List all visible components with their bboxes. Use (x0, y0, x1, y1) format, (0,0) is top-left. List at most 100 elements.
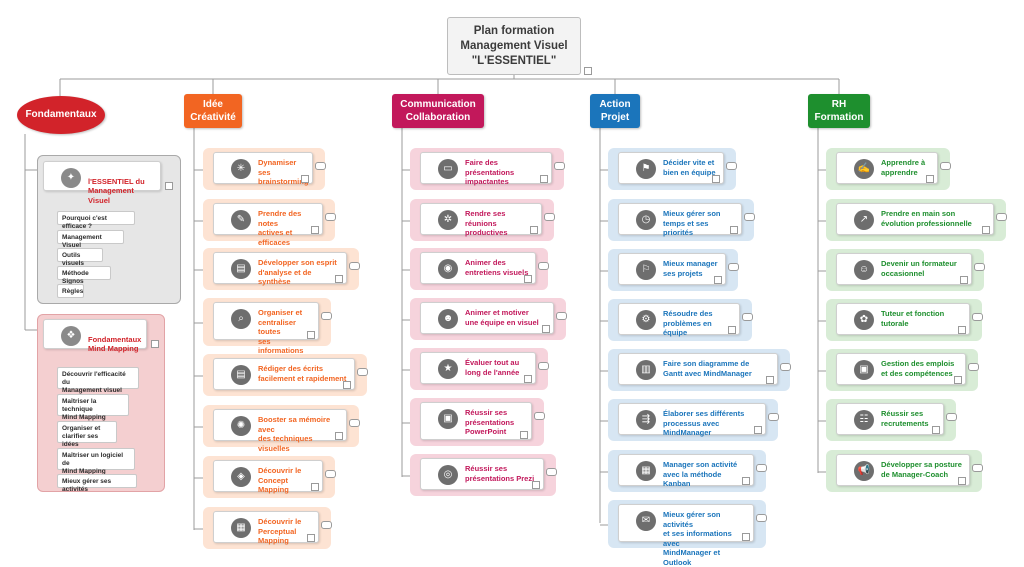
collapse-badge[interactable] (940, 162, 951, 170)
subtopic-pourquoi[interactable]: Pourquoi c'est efficace ? (57, 211, 135, 230)
root-note-icon[interactable] (584, 67, 592, 75)
note-icon[interactable] (766, 376, 774, 384)
note-icon[interactable] (730, 226, 738, 234)
note-icon[interactable] (520, 431, 528, 439)
collapse-badge[interactable] (742, 313, 753, 321)
collapse-badge[interactable] (349, 262, 360, 270)
collapse-badge[interactable] (726, 162, 737, 170)
collapse-badge[interactable] (756, 464, 767, 472)
note-icon[interactable] (742, 533, 750, 541)
collapse-badge[interactable] (546, 468, 557, 476)
topic-card[interactable]: ✉Mieux gérer son activités et ses inform… (618, 504, 754, 567)
topic-card[interactable]: ▭Faire des présentations impactantes (420, 152, 552, 186)
note-icon[interactable] (335, 275, 343, 283)
topic-card[interactable]: ▣Réussir ses présentations PowerPoint (420, 402, 532, 440)
collapse-badge[interactable] (972, 313, 983, 321)
topic-card[interactable]: ⚑Décider vite et bien en équipe (618, 152, 724, 184)
topic-card[interactable]: ◎Réussir ses présentations Prezi (420, 458, 544, 490)
collapse-badge[interactable] (534, 412, 545, 420)
collapse-badge[interactable] (996, 213, 1007, 221)
collapse-badge[interactable] (744, 213, 755, 221)
branch-3[interactable]: RH Formation (808, 94, 870, 128)
subtopic-organiser-clarifier[interactable]: Organiser et clarifier ses idées (57, 421, 117, 448)
note-icon[interactable] (530, 226, 538, 234)
topic-card[interactable]: ⇶Élaborer ses différents processus avec … (618, 403, 766, 437)
topic-card[interactable]: ⚐Mieux manager ses projets (618, 253, 726, 285)
note-icon[interactable] (958, 326, 966, 334)
topic-card[interactable]: ⌕Organiser et centraliser toutes ses inf… (213, 302, 319, 355)
note-icon[interactable] (754, 426, 762, 434)
topic-card[interactable]: ▦Manager son activité avec la méthode Ka… (618, 454, 754, 488)
topic-card[interactable]: ▦Découvrir le Perceptual Mapping (213, 511, 319, 545)
branch-0[interactable]: Idée Créativité (184, 94, 242, 128)
note-icon[interactable] (524, 275, 532, 283)
note-icon[interactable] (932, 426, 940, 434)
branch-fondamentaux[interactable]: Fondamentaux (17, 96, 105, 134)
collapse-badge[interactable] (357, 368, 368, 376)
branch-1[interactable]: Communication Collaboration (392, 94, 484, 128)
note-icon[interactable] (165, 182, 173, 190)
note-icon[interactable] (151, 340, 159, 348)
collapse-badge[interactable] (544, 213, 555, 221)
topic-card[interactable]: ☺Devenir un formateur occasionnel (836, 253, 972, 285)
branch-2[interactable]: Action Projet (590, 94, 640, 128)
collapse-badge[interactable] (325, 213, 336, 221)
topic-card[interactable]: ◈Découvrir le Concept Mapping (213, 460, 323, 494)
collapse-badge[interactable] (728, 263, 739, 271)
note-icon[interactable] (982, 226, 990, 234)
note-icon[interactable] (926, 175, 934, 183)
topic-card[interactable]: ☷Réussir ses recrutements (836, 403, 944, 435)
note-icon[interactable] (712, 175, 720, 183)
note-icon[interactable] (335, 432, 343, 440)
collapse-badge[interactable] (325, 470, 336, 478)
collapse-badge[interactable] (554, 162, 565, 170)
note-icon[interactable] (540, 175, 548, 183)
collapse-badge[interactable] (315, 162, 326, 170)
topic-card[interactable]: ◉Animer des entretiens visuels (420, 252, 536, 284)
topic-card[interactable]: ✺Booster sa mémoire avec des techniques … (213, 409, 347, 453)
note-icon[interactable] (311, 226, 319, 234)
topic-card[interactable]: ✲Rendre ses réunions productives (420, 203, 542, 237)
collapse-badge[interactable] (538, 362, 549, 370)
topic-essentiel-management-visuel[interactable]: ✦l'ESSENTIEL du Management Visuel (43, 161, 161, 205)
subtopic-outils-visuels[interactable]: Outils visuels (57, 248, 103, 267)
collapse-badge[interactable] (556, 312, 567, 320)
subtopic-methode-signos[interactable]: Méthode Signos (57, 266, 111, 285)
note-icon[interactable] (307, 534, 315, 542)
subtopic-mieux-gerer-activites[interactable]: Mieux gérer ses activités (57, 474, 137, 493)
topic-card[interactable]: ⚙Résoudre des problèmes en équipe (618, 303, 740, 337)
subtopic-regles[interactable]: Règles (57, 284, 84, 298)
collapse-badge[interactable] (768, 413, 779, 421)
note-icon[interactable] (714, 276, 722, 284)
note-icon[interactable] (542, 325, 550, 333)
subtopic-maitriser-logiciel[interactable]: Maîtriser un logiciel de Mind Mapping (57, 448, 135, 475)
collapse-badge[interactable] (780, 363, 791, 371)
collapse-badge[interactable] (321, 312, 332, 320)
topic-fondamentaux-mind-mapping[interactable]: ❖Fondamentaux Mind Mapping (43, 319, 147, 353)
collapse-badge[interactable] (946, 413, 957, 421)
collapse-badge[interactable] (538, 262, 549, 270)
note-icon[interactable] (311, 483, 319, 491)
topic-card[interactable]: ✳Dynamiser ses brainstorming (213, 152, 313, 186)
collapse-badge[interactable] (974, 263, 985, 271)
topic-card[interactable]: ✿Tuteur et fonction tutorale (836, 303, 970, 335)
topic-card[interactable]: ▥Faire son diagramme de Gantt avec MindM… (618, 353, 778, 385)
collapse-badge[interactable] (349, 419, 360, 427)
note-icon[interactable] (958, 477, 966, 485)
collapse-badge[interactable] (756, 514, 767, 522)
topic-card[interactable]: ✎Prendre des notes actives et efficaces (213, 203, 323, 247)
collapse-badge[interactable] (972, 464, 983, 472)
topic-card[interactable]: ↗Prendre en main son évolution professio… (836, 203, 994, 235)
note-icon[interactable] (728, 326, 736, 334)
topic-card[interactable]: ★Évaluer tout au long de l'année (420, 352, 536, 384)
topic-card[interactable]: ✍Apprendre à apprendre (836, 152, 938, 184)
subtopic-maitriser-technique[interactable]: Maîtriser la technique Mind Mapping (57, 394, 129, 421)
topic-card[interactable]: 📢Développer sa posture de Manager-Coach (836, 454, 970, 486)
note-icon[interactable] (532, 481, 540, 489)
topic-card[interactable]: ☻Animer et motiver une équipe en visuel (420, 302, 554, 334)
note-icon[interactable] (307, 331, 315, 339)
note-icon[interactable] (742, 477, 750, 485)
subtopic-management-visuel[interactable]: Management Visuel (57, 230, 124, 249)
note-icon[interactable] (960, 276, 968, 284)
note-icon[interactable] (343, 381, 351, 389)
